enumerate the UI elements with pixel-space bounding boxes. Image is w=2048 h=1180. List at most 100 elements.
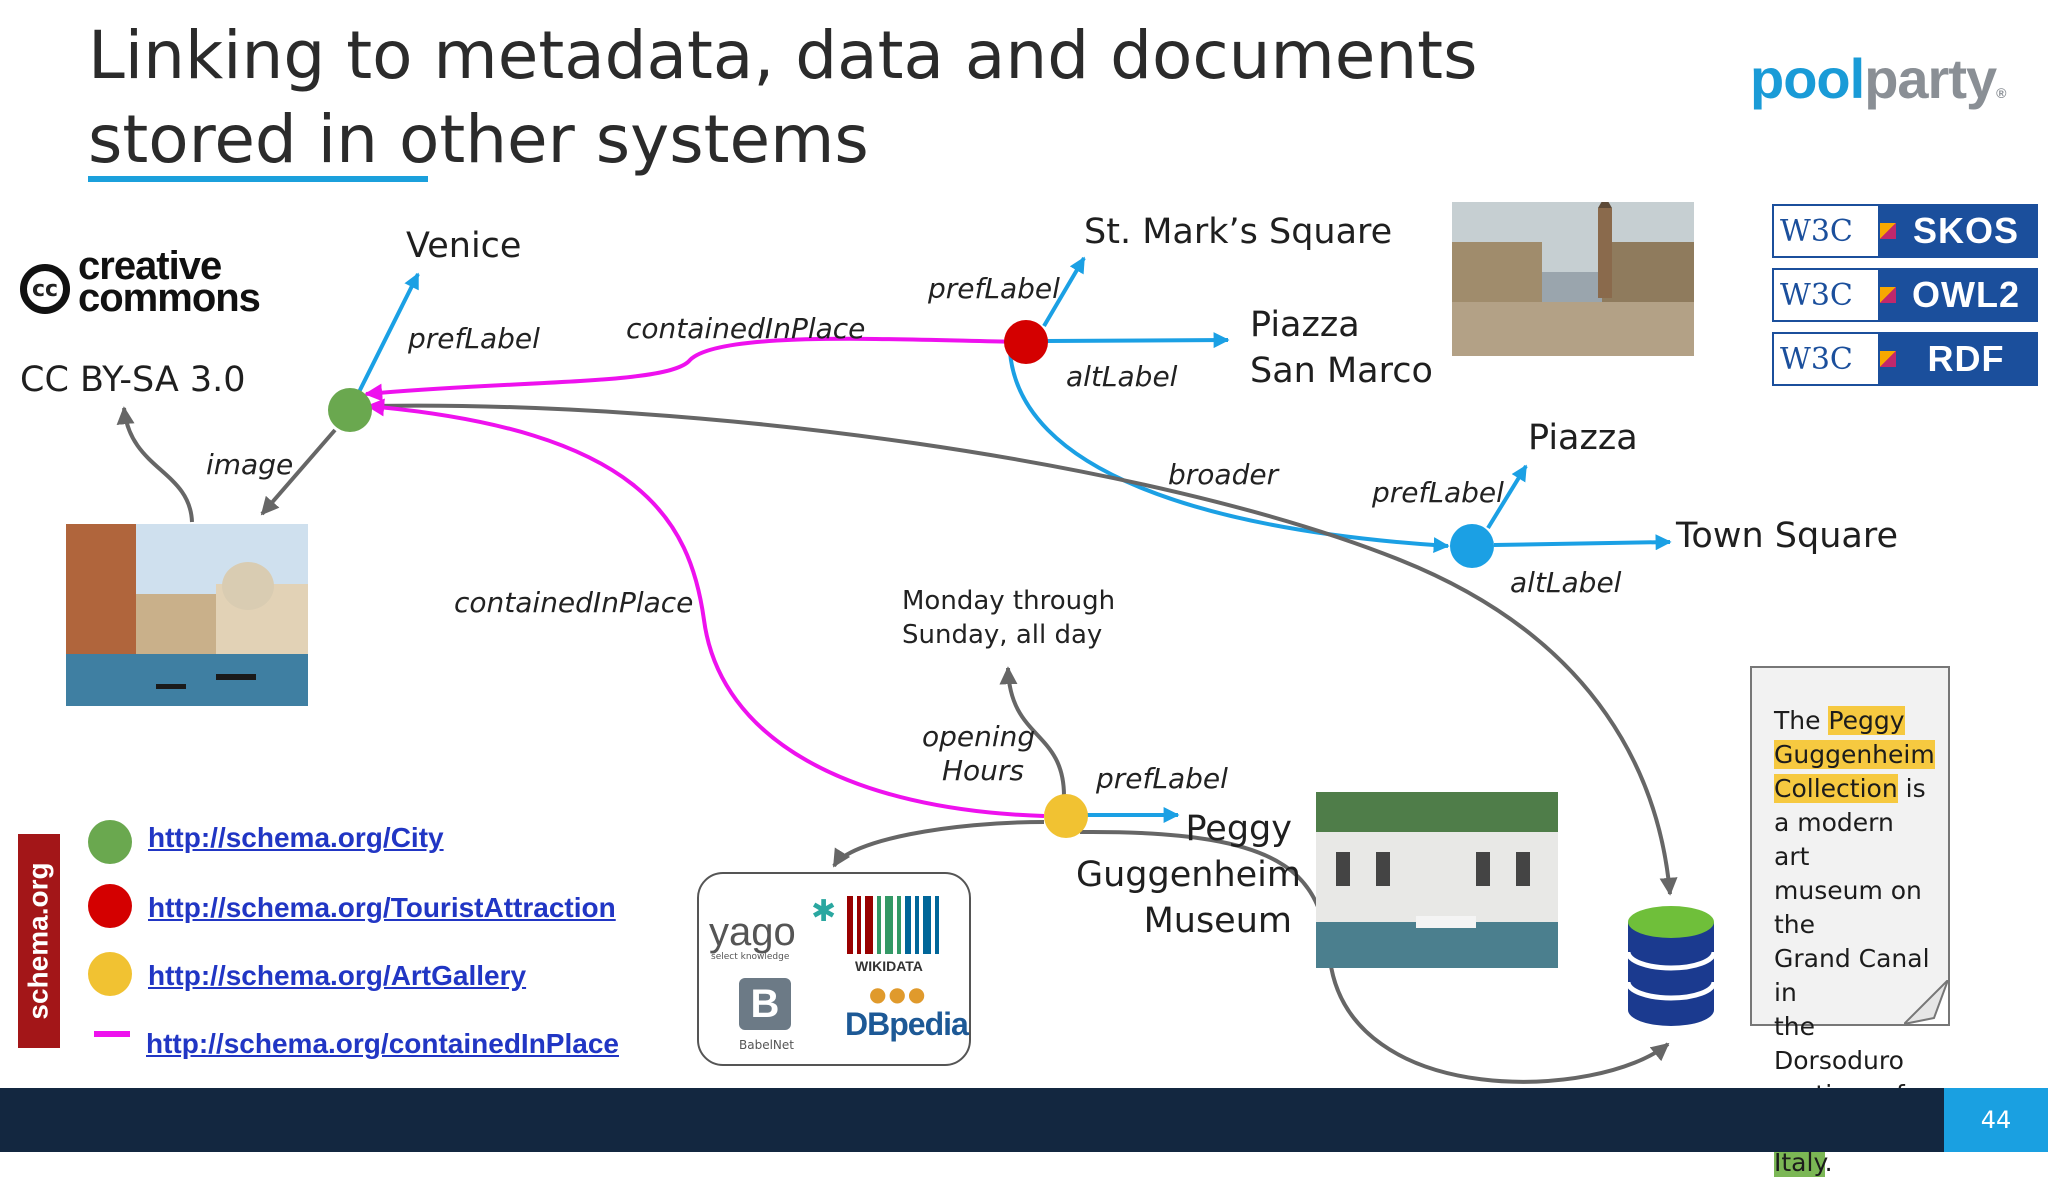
piazza-concept-node	[1450, 524, 1494, 568]
doc-highlight-entity: Collection	[1774, 774, 1898, 803]
edge-broader	[1008, 351, 1450, 554]
edge-label-broader: broader	[1168, 458, 1279, 491]
document-card: The Peggy Guggenheim Collection is a mod…	[1750, 666, 1950, 1177]
w3c-cube-icon	[1880, 287, 1896, 303]
w3c-owl2-badge: W3C OWL2	[1772, 268, 2038, 322]
label-piazza-san-marco: Piazza San Marco	[1250, 302, 1433, 394]
edge-label-opening-2: Hours	[941, 754, 1024, 787]
w3c-badge-label: RDF	[1927, 338, 2005, 379]
footer-bar	[0, 1088, 2048, 1152]
slide-title: Linking to metadata, data and documents …	[88, 14, 1477, 182]
peggy-guggenheim-photo	[1316, 792, 1558, 968]
title-line-1: Linking to metadata, data and documents	[88, 17, 1478, 94]
w3c-logo: W3C	[1774, 270, 1878, 320]
st-marks-painting-image	[1452, 202, 1694, 356]
label-peggy-1: Peggy	[1185, 809, 1292, 849]
dbpedia-nodes-icon: ●●●	[869, 982, 928, 1006]
yago-asterisk-icon: ✱	[811, 894, 837, 929]
dbpedia-logo: DBpedia	[845, 1006, 969, 1042]
cc-wordmark-line-1: creative	[78, 244, 222, 288]
stmarks-tourist-node	[1004, 320, 1048, 364]
document-fold-icon	[1904, 980, 1949, 1026]
doc-text: the Dorsoduro	[1774, 1012, 1904, 1075]
doc-highlight-entity: Peggy	[1828, 706, 1905, 735]
doc-highlight-entity: Guggenheim	[1774, 740, 1935, 769]
edge-peggy-openinghours	[999, 666, 1066, 797]
edge-stmarks-contained	[364, 336, 1025, 402]
edge-piazza-preflabel	[1486, 464, 1528, 530]
w3c-badge-label: OWL2	[1912, 274, 2020, 315]
edge-venice-preflabel	[348, 272, 420, 411]
label-cc-license: CC BY-SA 3.0	[20, 360, 246, 400]
edge-label-preflabel: prefLabel	[1096, 762, 1228, 795]
edge-venice-image	[260, 428, 337, 516]
edge-image-license	[116, 406, 194, 523]
edge-peggy-kb	[832, 820, 1045, 868]
edge-stmarks-altlabel	[1045, 332, 1230, 349]
w3c-logo: W3C	[1774, 206, 1878, 256]
legend-link-artgallery[interactable]: http://schema.org/ArtGallery	[148, 960, 527, 991]
label-peggy-2: Guggenheim	[1076, 855, 1301, 895]
label-opening-hours-value-1: Monday through	[902, 586, 1116, 616]
venice-canal-photo	[66, 524, 308, 706]
creative-commons-logo: cc creative commons	[20, 244, 300, 330]
edge-label-preflabel: prefLabel	[408, 322, 540, 355]
legend-link-touristattraction[interactable]: http://schema.org/TouristAttraction	[148, 892, 616, 923]
schema-org-label: schema.org	[23, 862, 55, 1020]
label-piazza-san-marco-2: San Marco	[1250, 351, 1433, 391]
wikidata-barcode-icon	[847, 896, 939, 954]
venice-city-node	[328, 388, 372, 432]
label-st-marks: St. Mark’s Square	[1084, 212, 1393, 252]
label-peggy-guggenheim: Peggy Guggenheim Museum	[1076, 806, 1301, 944]
edge-venice-database	[369, 403, 1678, 896]
page-number: 44	[1944, 1088, 2048, 1152]
poolparty-logo-pool: pool	[1750, 47, 1865, 110]
label-peggy-3: Museum	[1143, 901, 1292, 941]
edge-label-preflabel: prefLabel	[928, 272, 1060, 305]
cc-wordmark-line-2: commons	[78, 276, 261, 320]
label-opening-hours-value-2: Sunday, all day	[902, 620, 1103, 650]
edge-stmarks-preflabel	[1042, 256, 1086, 328]
poolparty-logo-party: party	[1864, 47, 1997, 110]
label-piazza-san-marco-1: Piazza	[1250, 305, 1360, 345]
doc-text: a modern art	[1774, 808, 1894, 871]
label-venice: Venice	[406, 226, 522, 266]
title-line-2: stored in other systems	[88, 101, 869, 178]
doc-text: Grand Canal in	[1774, 944, 1930, 1007]
cc-wordmark: creative commons	[78, 244, 261, 320]
babelnet-label: BabelNet	[739, 1038, 794, 1052]
graph-edges	[94, 256, 1678, 1084]
doc-text: The	[1774, 706, 1829, 735]
w3c-logo: W3C	[1774, 334, 1878, 384]
yago-logo: yago	[709, 910, 796, 954]
legend-link-containedinplace[interactable]: http://schema.org/containedInPlace	[146, 1028, 619, 1059]
legend-city-dot	[88, 820, 132, 864]
database-icon	[1625, 906, 1717, 1026]
schema-org-logo: schema.org	[18, 834, 60, 1048]
doc-text: is	[1897, 774, 1926, 803]
w3c-skos-badge: W3C SKOS	[1772, 204, 2038, 258]
edge-label-containedinplace: containedInPlace	[454, 586, 694, 619]
edge-peggy-contained	[366, 398, 1045, 818]
poolparty-logo: poolparty®	[1750, 46, 2006, 111]
babelnet-icon: B	[739, 978, 791, 1030]
poolparty-logo-reg: ®	[1996, 85, 2006, 101]
edge-label-containedinplace: containedInPlace	[626, 312, 866, 345]
edge-piazza-altlabel	[1493, 534, 1672, 551]
edge-label-altlabel: altLabel	[1510, 566, 1622, 599]
edge-label-openinghours: opening Hours	[922, 720, 1036, 788]
legend-tourist-dot	[88, 884, 132, 928]
edge-label-opening-1: opening	[922, 720, 1036, 753]
w3c-badge-label: SKOS	[1912, 210, 2020, 251]
label-opening-hours-value: Monday through Sunday, all day	[902, 584, 1115, 652]
peggy-gallery-node	[1044, 794, 1088, 838]
edge-label-image: image	[206, 448, 294, 481]
title-underline	[88, 176, 428, 182]
st-marks-painting	[1452, 202, 1694, 356]
label-piazza: Piazza	[1528, 418, 1638, 458]
edge-label-preflabel: prefLabel	[1372, 476, 1504, 509]
legend-link-city[interactable]: http://schema.org/City	[148, 822, 444, 853]
w3c-rdf-badge: W3C RDF	[1772, 332, 2038, 386]
w3c-cube-icon	[1880, 351, 1896, 367]
edge-label-altlabel: altLabel	[1066, 360, 1178, 393]
